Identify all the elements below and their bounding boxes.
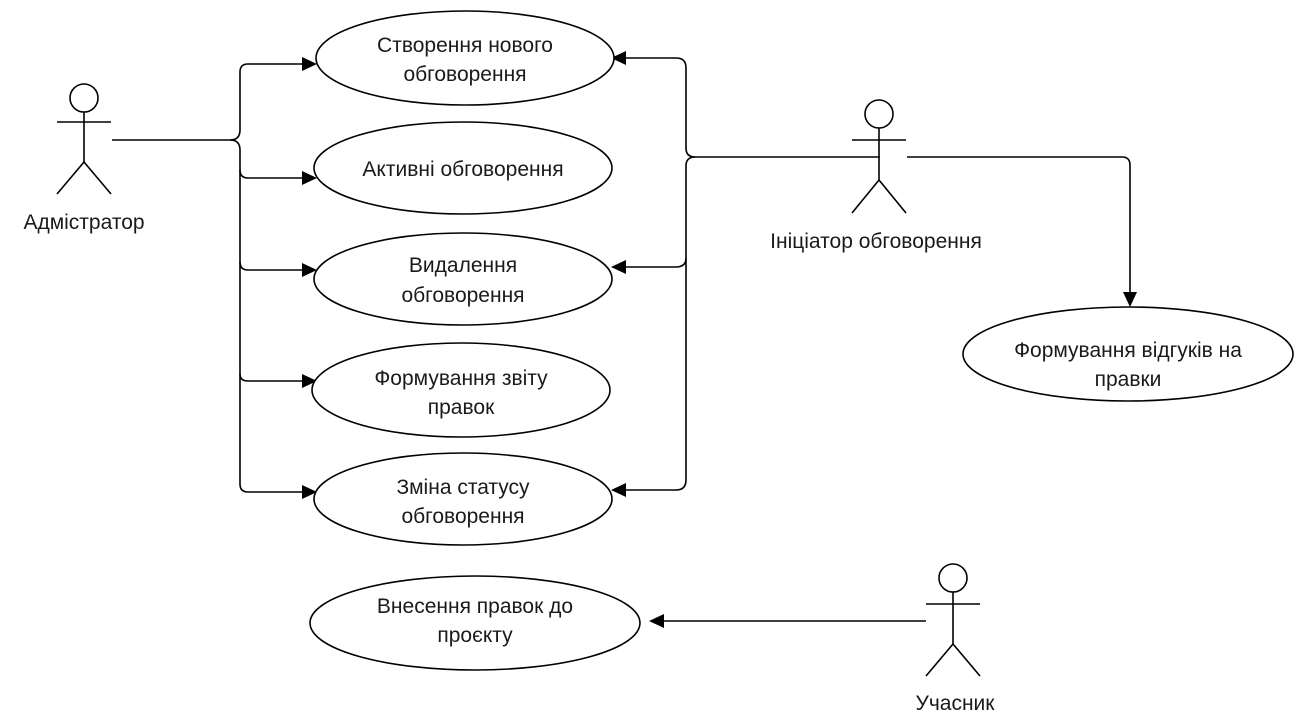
- use-case-label: Внесення правок до: [377, 595, 573, 618]
- actor-label: Ініціатор обговорення: [770, 230, 982, 253]
- use-case-feedback-on-edits[interactable]: Формування відгуків на правки: [962, 306, 1294, 402]
- actor-participant[interactable]: Учасник: [916, 563, 996, 715]
- use-case-label: правки: [1095, 368, 1162, 391]
- actor-label: Адмістратор: [23, 211, 144, 234]
- arrowhead: [302, 171, 317, 185]
- connector-admin-bus: [112, 63, 302, 141]
- use-case-label: Зміна статусу: [396, 476, 530, 499]
- connector-initiator-bus-down: [626, 156, 696, 491]
- arrowhead: [611, 51, 626, 65]
- actor-admin[interactable]: Адмістратор: [23, 83, 145, 234]
- connector-initiator-bus: [626, 57, 880, 158]
- arrowheads: [302, 51, 1137, 628]
- use-case-active-discussions[interactable]: Активні обговорення: [313, 121, 613, 215]
- use-case-delete-discussion[interactable]: Видалення обговорення: [313, 232, 613, 326]
- actor-initiator[interactable]: Ініціатор обговорення: [770, 99, 982, 253]
- connector-initiator-delete: [626, 257, 687, 268]
- connector-admin-bus-down: [229, 139, 302, 493]
- connector-initiator-feedback: [907, 156, 1131, 292]
- use-case-label: проєкту: [437, 624, 513, 647]
- use-case-label: Формування звіту: [374, 367, 548, 390]
- use-case-label: Видалення: [409, 254, 517, 277]
- use-case-label: Активні обговорення: [362, 158, 563, 181]
- use-case-label: обговорення: [401, 505, 524, 528]
- actor-label: Учасник: [916, 692, 996, 715]
- arrowhead: [302, 485, 317, 499]
- use-case-label: Створення нового: [377, 34, 553, 57]
- stick-figure-icon: [56, 83, 112, 195]
- connector-admin-active: [239, 169, 302, 179]
- arrowhead: [611, 483, 626, 497]
- arrowhead: [302, 374, 317, 388]
- use-case-change-status[interactable]: Зміна статусу обговорення: [313, 452, 613, 546]
- arrowhead: [302, 263, 317, 277]
- arrowhead: [611, 260, 626, 274]
- use-case-label: обговорення: [403, 63, 526, 86]
- use-case-label: Формування відгуків на: [1014, 339, 1242, 362]
- connector-admin-delete: [239, 261, 302, 271]
- connector-admin-report: [239, 373, 302, 382]
- use-case-create-discussion[interactable]: Створення нового обговорення: [315, 10, 615, 106]
- arrowhead: [1123, 292, 1137, 307]
- arrowhead: [649, 614, 664, 628]
- use-case-submit-edits[interactable]: Внесення правок до проєкту: [309, 575, 641, 671]
- use-case-label: правок: [428, 396, 495, 419]
- use-case-edits-report[interactable]: Формування звіту правок: [311, 342, 611, 438]
- use-case-label: обговорення: [401, 284, 524, 307]
- connectors: [112, 57, 1131, 622]
- arrowhead: [302, 57, 317, 71]
- stick-figure-icon: [925, 563, 981, 677]
- stick-figure-icon: [851, 99, 907, 214]
